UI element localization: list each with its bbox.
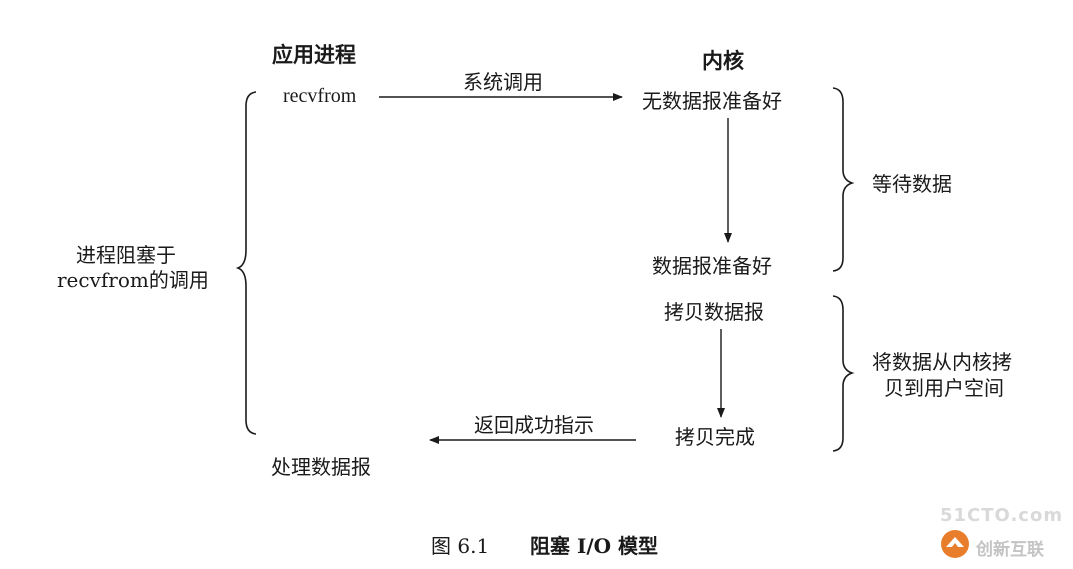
- figure-number: 图 6.1: [431, 534, 490, 558]
- left-brace: [235, 91, 257, 435]
- return-success-label: 返回成功指示: [474, 413, 594, 437]
- copy-complete-label: 拷贝完成: [675, 425, 755, 449]
- watermark-logo-icon: [941, 530, 969, 558]
- copy-datagram-label: 拷贝数据报: [664, 300, 764, 324]
- watermark-site: 51CTO.com: [940, 505, 1064, 526]
- process-datagram-label: 处理数据报: [271, 455, 371, 479]
- recvfrom-label: recvfrom: [283, 85, 357, 107]
- watermark-brand: 创新互联: [976, 540, 1044, 560]
- wait-data-phase-label: 等待数据: [872, 172, 952, 196]
- watermark: 51CTO.com 创新互联: [930, 505, 1070, 565]
- no-datagram-ready-label: 无数据报准备好: [642, 89, 782, 113]
- app-process-header: 应用进程: [272, 42, 356, 67]
- copy-data-brace: [832, 295, 855, 452]
- wait-data-brace: [832, 87, 855, 272]
- copy-phase-label-line2: 贝到用户空间: [884, 376, 1004, 400]
- blocked-label-line2: recvfrom的调用: [57, 268, 209, 292]
- copy-phase-label-line1: 将数据从内核拷: [872, 350, 1012, 374]
- kernel-header: 内核: [702, 48, 744, 73]
- figure-title: 阻塞 I/O 模型: [530, 534, 659, 558]
- datagram-ready-label: 数据报准备好: [652, 254, 772, 278]
- syscall-label: 系统调用: [463, 70, 543, 94]
- blocked-label-line1: 进程阻塞于: [76, 243, 176, 267]
